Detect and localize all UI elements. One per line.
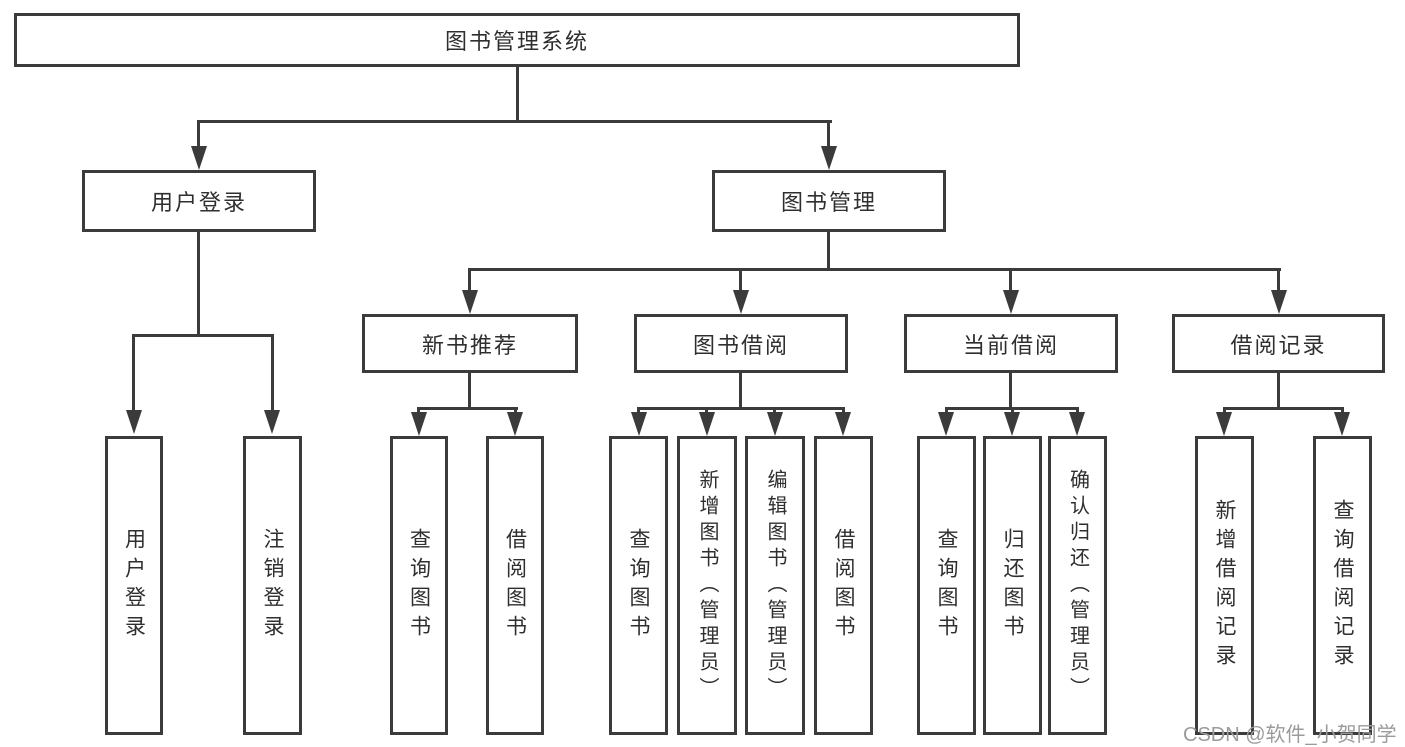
node-label: 图书管理系统 — [444, 29, 589, 54]
connector-drop — [1341, 407, 1344, 414]
connector-drop — [514, 407, 517, 414]
leaf-add-borrow-record: 新增借阅记录 — [1195, 436, 1254, 735]
leaf-return-book: 归还图书 — [983, 436, 1042, 735]
connector-bar — [637, 407, 845, 410]
connector-stem — [739, 373, 742, 410]
arrow-down-icon — [767, 412, 783, 436]
arrow-down-icon — [733, 290, 749, 314]
leaf-borrow-books-1: 借阅图书 — [486, 436, 544, 735]
node-current-borrow: 当前借阅 — [904, 314, 1118, 373]
arrow-down-icon — [699, 412, 715, 436]
connector-drop — [271, 334, 274, 412]
connector-drop — [1277, 268, 1280, 292]
node-library-system: 图书管理系统 — [14, 13, 1020, 67]
connector-drop — [132, 334, 135, 412]
node-label: 归还图书 — [1001, 527, 1024, 644]
node-label: 确认归还（管理员） — [1066, 468, 1089, 703]
node-new-book-recommend: 新书推荐 — [362, 314, 578, 373]
connector-drop — [945, 407, 948, 414]
watermark: CSDN @软件_小贺同学 — [1183, 724, 1397, 746]
arrow-down-icon — [1334, 412, 1350, 436]
node-label: 图书管理 — [780, 190, 877, 215]
leaf-confirm-return-admin: 确认归还（管理员） — [1048, 436, 1107, 735]
arrow-down-icon — [1003, 290, 1019, 314]
arrow-down-icon — [938, 412, 954, 436]
connector-bar — [1223, 407, 1344, 410]
arrow-down-icon — [1069, 412, 1085, 436]
connector-drop — [1223, 407, 1226, 414]
arrow-down-icon — [507, 412, 523, 436]
node-label: 注销登录 — [261, 527, 284, 644]
arrow-down-icon — [264, 410, 280, 434]
leaf-query-books-3: 查询图书 — [917, 436, 976, 735]
arrow-down-icon — [126, 410, 142, 434]
arrow-down-icon — [1004, 412, 1020, 436]
connector-root-bar — [197, 120, 832, 123]
connector-drop — [827, 120, 830, 148]
connector-login-bar — [132, 334, 274, 337]
node-label: 图书借阅 — [692, 332, 789, 358]
connector-drop — [1009, 268, 1012, 292]
connector-drop — [705, 407, 708, 414]
leaf-user-login: 用户登录 — [105, 436, 163, 735]
arrow-down-icon — [462, 290, 478, 314]
node-label: 借阅图书 — [832, 527, 855, 644]
arrow-down-icon — [631, 412, 647, 436]
arrow-down-icon — [1216, 412, 1232, 436]
node-label: 新书推荐 — [421, 332, 518, 358]
connector-drop — [417, 407, 420, 414]
leaf-query-books-2: 查询图书 — [609, 436, 668, 735]
arrow-down-icon — [191, 146, 207, 170]
connector-stem — [1009, 373, 1012, 410]
leaf-add-book-admin: 新增图书（管理员） — [677, 436, 737, 735]
connector-stem — [1277, 373, 1280, 410]
connector-drop — [1076, 407, 1079, 414]
connector-bar — [417, 407, 518, 410]
node-label: 用户登录 — [122, 527, 146, 644]
leaf-logout: 注销登录 — [243, 436, 302, 735]
connector-mgmt-stem — [827, 232, 830, 270]
connector-drop — [637, 407, 640, 414]
connector-root-stem — [516, 67, 519, 122]
leaf-edit-book-admin: 编辑图书（管理员） — [745, 436, 805, 735]
node-label: 新增图书（管理员） — [696, 468, 718, 703]
node-label: 新增借阅记录 — [1213, 498, 1236, 673]
connector-drop — [468, 268, 471, 292]
connector-stem — [468, 373, 471, 410]
leaf-query-borrow-record: 查询借阅记录 — [1313, 436, 1372, 735]
node-label: 借阅图书 — [503, 527, 527, 644]
connector-drop — [773, 407, 776, 414]
connector-drop — [1011, 407, 1014, 414]
node-book-borrow: 图书借阅 — [634, 314, 848, 373]
node-label: 查询借阅记录 — [1331, 498, 1354, 673]
leaf-borrow-books-2: 借阅图书 — [814, 436, 873, 735]
arrow-down-icon — [835, 412, 851, 436]
node-label: 当前借阅 — [962, 332, 1059, 358]
node-label: 编辑图书（管理员） — [764, 468, 786, 703]
node-label: 查询图书 — [627, 527, 650, 644]
arrow-down-icon — [1271, 290, 1287, 314]
node-label: 借阅记录 — [1230, 332, 1327, 358]
connector-mgmt-bar — [468, 268, 1281, 271]
node-book-management: 图书管理 — [712, 170, 946, 232]
node-label: 查询图书 — [935, 527, 958, 644]
arrow-down-icon — [821, 146, 837, 170]
connector-login-stem — [197, 232, 200, 337]
node-label: 查询图书 — [407, 527, 431, 644]
node-borrow-records: 借阅记录 — [1172, 314, 1385, 373]
connector-drop — [739, 268, 742, 292]
node-label: 用户登录 — [150, 190, 247, 215]
arrow-down-icon — [411, 412, 427, 436]
connector-drop — [197, 120, 200, 148]
connector-drop — [842, 407, 845, 414]
node-user-login: 用户登录 — [82, 170, 316, 232]
leaf-query-books-1: 查询图书 — [390, 436, 448, 735]
